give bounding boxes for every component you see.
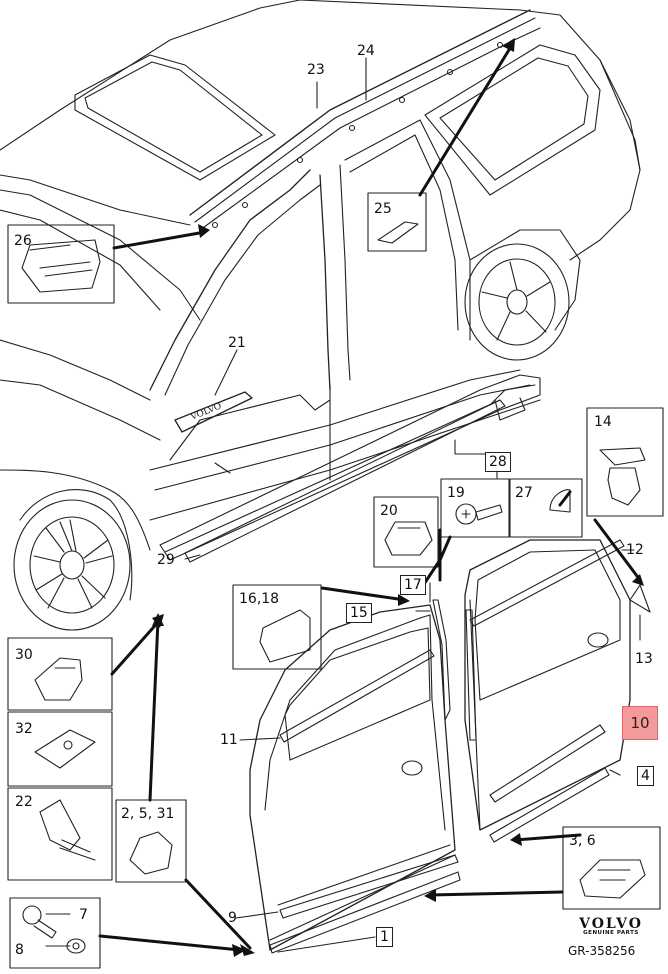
- front-door: [249, 604, 456, 951]
- arrowheads: [152, 38, 644, 957]
- door-seal-15: [465, 609, 477, 741]
- callout-21: 21: [228, 335, 246, 351]
- callout-2-5-31: 2, 5, 31: [121, 806, 175, 822]
- callout-15: 15: [346, 603, 372, 623]
- leader-lines: [45, 57, 641, 953]
- callout-3-6: 3, 6: [569, 833, 596, 849]
- brand-name: VOLVO: [579, 916, 643, 932]
- callout-29: 29: [157, 552, 175, 568]
- callout-19: 19: [447, 485, 465, 501]
- sill-trim-21: VOLVO: [174, 391, 253, 433]
- callout-8: 8: [15, 942, 24, 958]
- rear-strip-12: [469, 539, 625, 627]
- detail-box-19: [440, 478, 510, 538]
- corner-piece-13: [629, 584, 651, 613]
- callout-30: 30: [15, 647, 33, 663]
- highlight-callout-10[interactable]: 10: [622, 706, 658, 740]
- detail-box-7-8: [9, 897, 101, 969]
- detail-box-22: [7, 787, 113, 881]
- door-seal-17: [432, 599, 451, 721]
- callout-22: 22: [15, 794, 33, 810]
- front-wheel: [13, 499, 131, 631]
- rear-strip-4: [489, 767, 610, 843]
- callout-25: 25: [374, 201, 392, 217]
- callout-17: 17: [400, 575, 426, 595]
- detail-box-25: [367, 192, 427, 252]
- callout-32: 32: [15, 721, 33, 737]
- brand-tagline: GENUINE PARTS: [583, 930, 639, 936]
- rear-door: [464, 539, 631, 831]
- callout-12: 12: [626, 542, 644, 558]
- detail-box-3-6: [562, 826, 661, 910]
- volvo-logo: VOLVO GENUINE PARTS: [566, 916, 656, 936]
- thick-arrows: [98, 43, 642, 952]
- callout-13: 13: [635, 651, 653, 667]
- callout-14: 14: [594, 414, 612, 430]
- callout-1: 1: [376, 927, 393, 947]
- callout-23: 23: [307, 62, 325, 78]
- car-body: [0, 0, 641, 601]
- reference-number: GR-358256: [568, 944, 636, 958]
- detail-box-27: [509, 478, 583, 538]
- callout-16-18: 16,18: [239, 591, 280, 607]
- callout-9: 9: [228, 910, 237, 926]
- detail-box-26: [7, 224, 115, 304]
- detail-box-20: [373, 496, 439, 568]
- detail-box-32: [7, 711, 113, 787]
- window-strip-11: [279, 649, 435, 743]
- callout-4: 4: [637, 766, 654, 786]
- strip-29: [184, 399, 506, 563]
- front-door-moulding-1: [269, 871, 461, 954]
- callout-26: 26: [14, 233, 32, 249]
- front-door-moulding-9: [279, 854, 459, 919]
- rear-wheel: [464, 243, 570, 361]
- callout-24: 24: [357, 43, 375, 59]
- callout-28: 28: [485, 452, 511, 472]
- callout-7: 7: [79, 907, 88, 923]
- callout-20: 20: [380, 503, 398, 519]
- detail-box-16-18: [232, 584, 322, 670]
- rear-strip-10: [489, 724, 606, 803]
- callout-11: 11: [220, 732, 238, 748]
- detail-box-14: [586, 407, 664, 517]
- callout-27: 27: [515, 485, 533, 501]
